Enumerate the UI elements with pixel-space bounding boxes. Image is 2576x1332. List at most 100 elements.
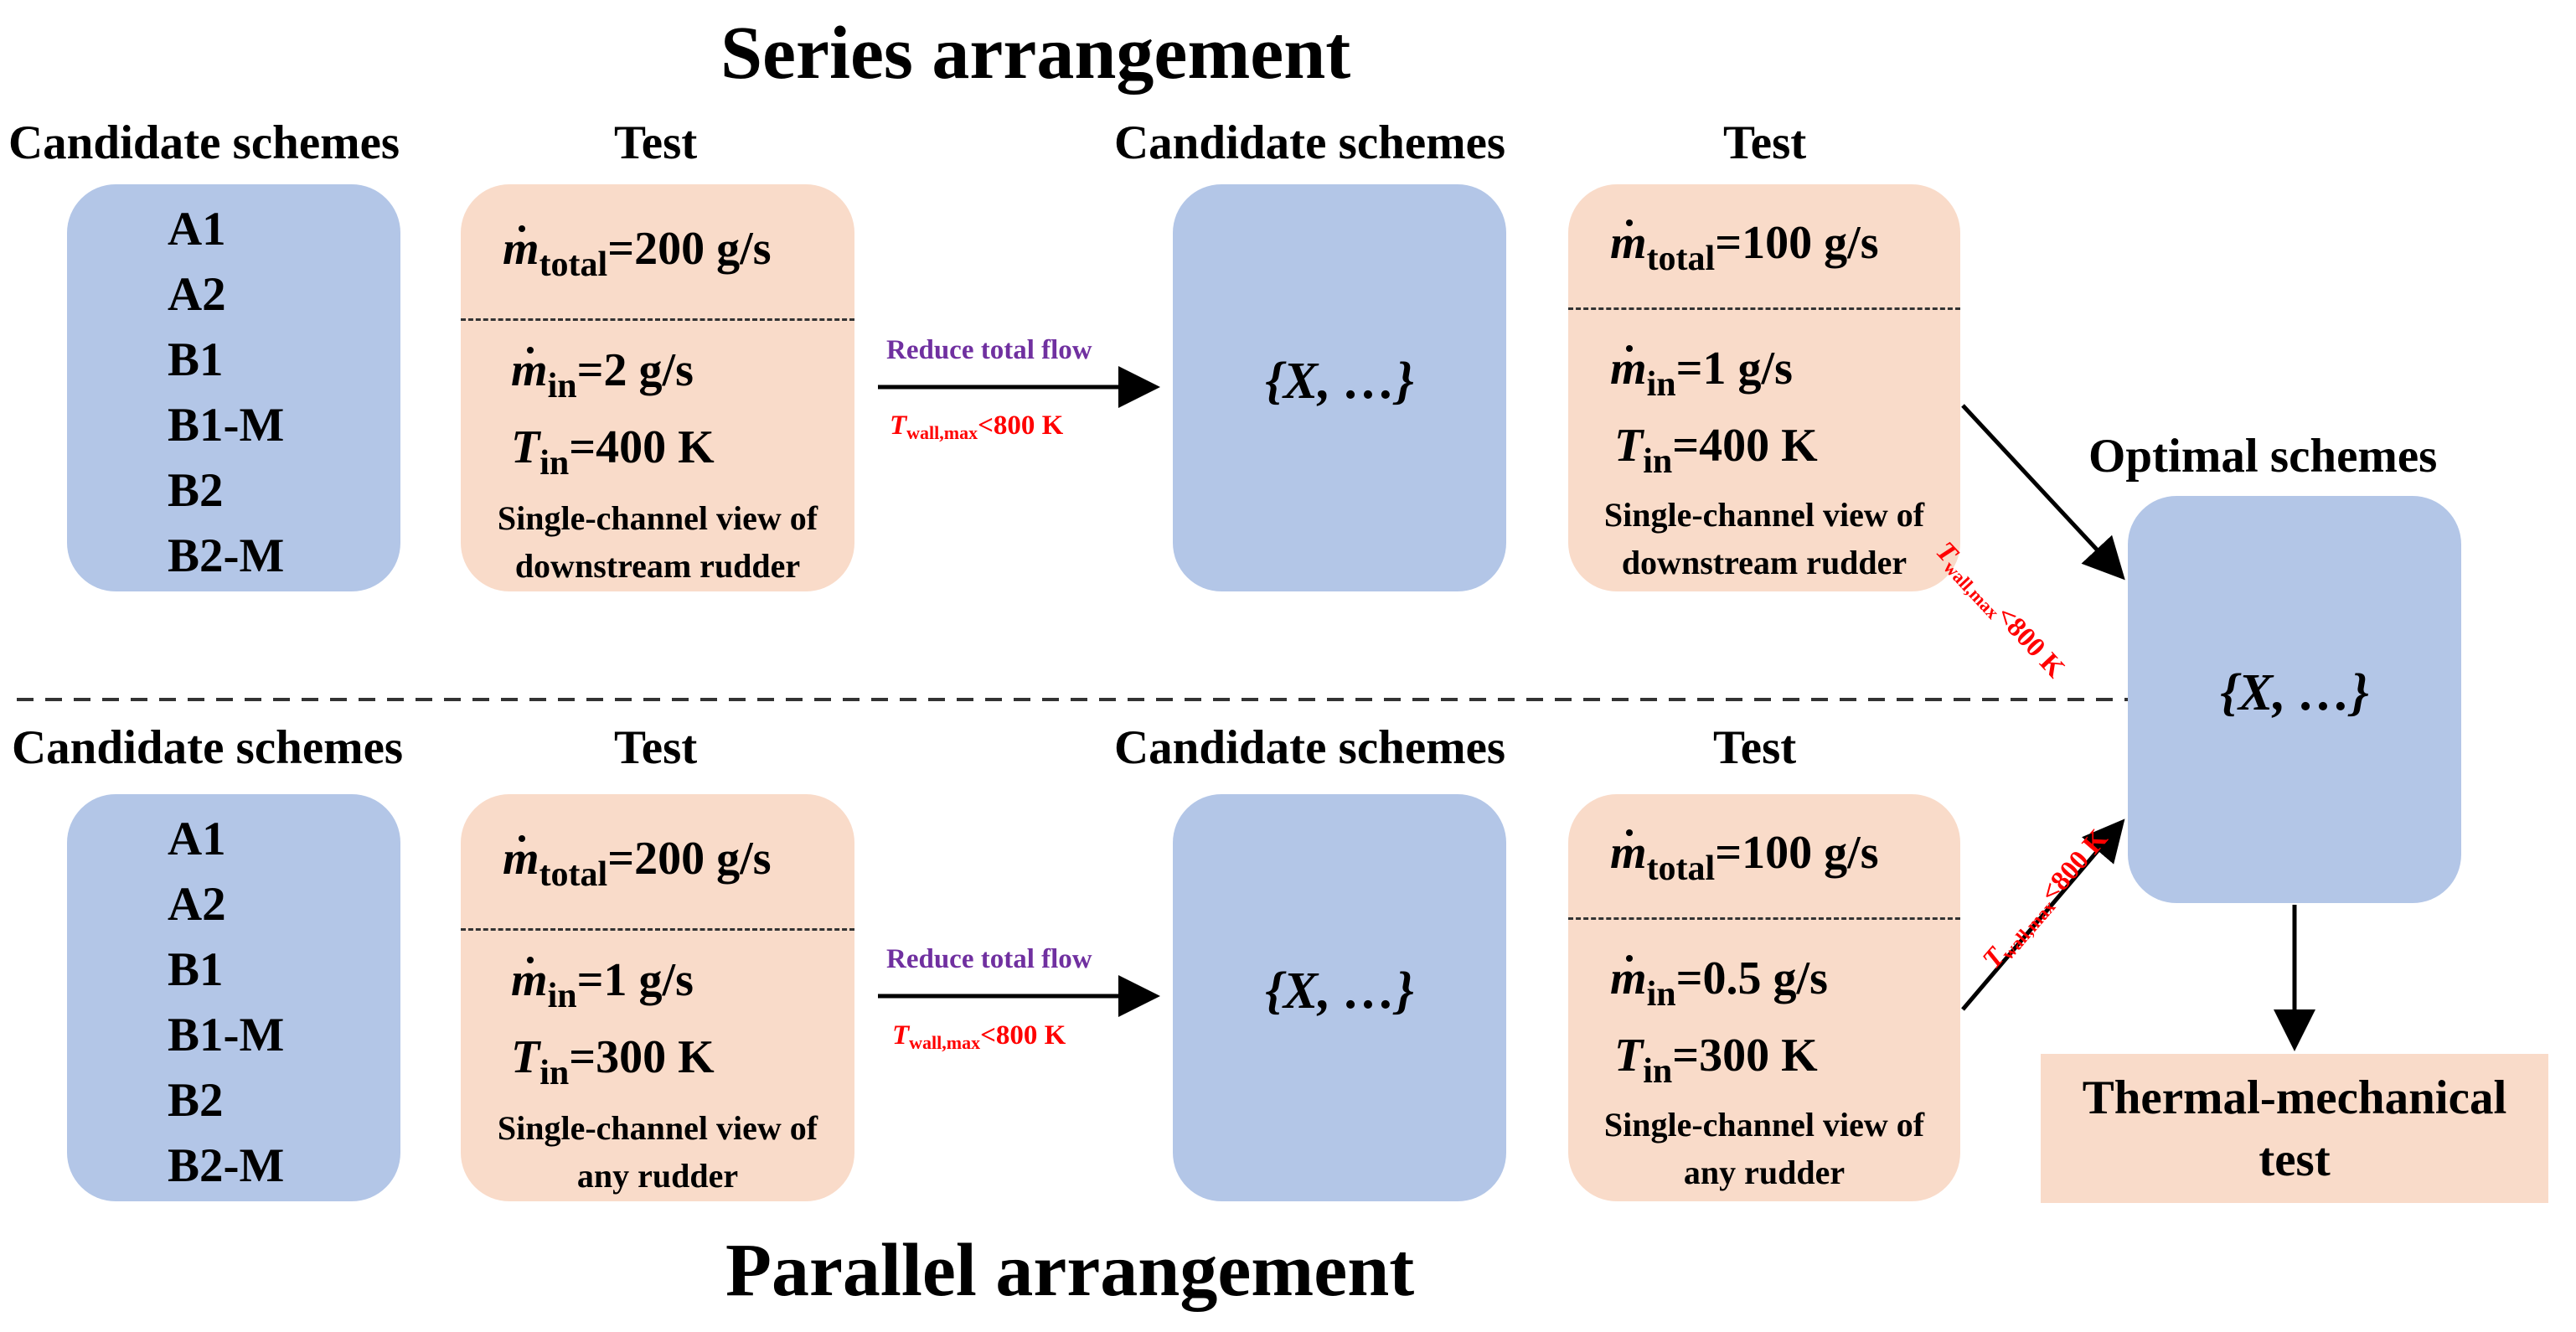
m-dot-symbol: m (1610, 953, 1647, 1004)
series-reduce-flow-label: Reduce total flow (886, 335, 1092, 365)
t-in-value: =400 K (1672, 420, 1818, 472)
note-line: Single-channel view of (497, 499, 818, 537)
t-symbol: T (1614, 1030, 1644, 1082)
test-note: Single-channel view of any rudder (1568, 1101, 1960, 1196)
t-in-eq: Tin=300 K (1614, 1029, 1818, 1092)
optimal-set-label: {X, …} (2220, 664, 2369, 721)
parallel-to-optimal-arrow (1961, 818, 2125, 1011)
t-symbol: T (892, 1020, 910, 1051)
m-dot-symbol: m (511, 954, 548, 1006)
dashed-divider (461, 928, 854, 931)
candidate-item: A1 (168, 813, 226, 865)
m-total-eq: mtotal=100 g/s (1610, 216, 1878, 279)
t-in-value: =400 K (569, 421, 715, 473)
m-in-eq: min=0.5 g/s (1610, 952, 1828, 1014)
parallel-wall-temp-label: Twall,max<800 K (892, 1020, 1066, 1054)
m-dot-symbol: m (503, 223, 539, 275)
note-line: any rudder (1683, 1154, 1846, 1191)
m-dot-symbol: m (1610, 827, 1647, 879)
m-dot-symbol: m (1610, 343, 1647, 395)
m-in-value: =0.5 g/s (1675, 953, 1828, 1004)
wall-temp-cond: <800 K (978, 410, 1064, 441)
series-wall-temp-label: Twall,max<800 K (890, 410, 1063, 444)
t-in-eq: Tin=400 K (1614, 419, 1818, 482)
parallel-test-box-1: mtotal=200 g/s min=1 g/s Tin=300 K Singl… (461, 794, 854, 1201)
dashed-divider (461, 318, 854, 321)
m-total-eq: mtotal=100 g/s (1610, 826, 1878, 889)
candidate-item: A2 (168, 268, 226, 321)
optimal-header: Optimal schemes (2088, 430, 2438, 483)
wall-max-sub: wall,max (909, 1032, 981, 1053)
t-in-eq: Tin=400 K (511, 421, 715, 483)
parallel-test-header-2: Test (1713, 721, 1797, 774)
series-test-header-2: Test (1723, 116, 1807, 169)
candidate-set-label: {X, …} (1265, 353, 1414, 410)
parallel-candidate-header-1: Candidate schemes (12, 721, 404, 774)
candidate-item: B2 (168, 1074, 224, 1127)
dashed-divider (1568, 917, 1960, 920)
note-line: downstream rudder (514, 547, 801, 585)
in-sub: in (547, 367, 577, 405)
test-note: Single-channel view of downstream rudder (1568, 491, 1960, 586)
m-in-value: =2 g/s (576, 344, 694, 396)
candidate-set-label: {X, …} (1265, 963, 1414, 1020)
m-total-eq: mtotal=200 g/s (503, 222, 771, 285)
in-sub: in (539, 1054, 570, 1092)
series-candidate-header-1: Candidate schemes (8, 116, 400, 169)
in-sub: in (1646, 975, 1676, 1014)
dashed-divider (1568, 307, 1960, 310)
parallel-title: Parallel arrangement (725, 1229, 1415, 1312)
in-sub: in (547, 977, 577, 1015)
m-in-value: =1 g/s (1675, 343, 1793, 395)
m-in-value: =1 g/s (576, 954, 694, 1006)
test-note: Single-channel view of any rudder (461, 1104, 854, 1200)
m-dot-symbol: m (1610, 217, 1647, 269)
parallel-reduce-flow-label: Reduce total flow (886, 944, 1092, 974)
m-total-value: =200 g/s (607, 833, 772, 885)
candidate-item: A1 (168, 203, 226, 256)
m-dot-symbol: m (503, 833, 539, 885)
series-candidate-box: A1 A2 B1 B1-M B2 B2-M (67, 184, 400, 591)
series-test-box-2: mtotal=100 g/s min=1 g/s Tin=400 K Singl… (1568, 184, 1960, 591)
t-in-eq: Tin=300 K (511, 1030, 715, 1093)
parallel-candidate-box: A1 A2 B1 B1-M B2 B2-M (67, 794, 400, 1201)
total-sub: total (1646, 240, 1716, 278)
note-line: any rudder (576, 1157, 739, 1195)
m-dot-symbol: m (511, 344, 548, 396)
total-sub: total (1646, 849, 1716, 888)
t-in-value: =300 K (1672, 1030, 1818, 1082)
t-in-value: =300 K (569, 1031, 715, 1083)
m-total-value: =100 g/s (1715, 827, 1879, 879)
t-symbol: T (1614, 420, 1644, 472)
in-sub: in (1643, 1052, 1673, 1091)
candidate-item: B2-M (168, 1139, 285, 1192)
in-sub: in (1646, 365, 1676, 404)
m-in-eq: min=1 g/s (511, 953, 694, 1016)
series-candidate-list: A1 A2 B1 B1-M B2 B2-M (168, 197, 284, 589)
candidate-item: B2-M (168, 529, 285, 582)
total-sub: total (539, 855, 608, 894)
note-line: Single-channel view of (1603, 1106, 1925, 1144)
candidate-item: A2 (168, 878, 226, 931)
t-symbol: T (511, 1031, 540, 1083)
test-note: Single-channel view of downstream rudder (461, 494, 854, 590)
thermal-mechanical-test-box: Thermal-mechanical test (2041, 1054, 2548, 1203)
in-sub: in (1643, 442, 1673, 481)
final-test-line: test (2259, 1133, 2331, 1186)
candidate-item: B1 (168, 333, 224, 386)
note-line: downstream rudder (1621, 544, 1907, 581)
m-total-value: =200 g/s (607, 223, 772, 275)
parallel-candidate-header-2: Candidate schemes (1114, 721, 1506, 774)
note-line: Single-channel view of (497, 1109, 818, 1147)
wall-temp-cond: <800 K (980, 1020, 1066, 1051)
candidate-item: B1 (168, 943, 224, 996)
candidate-item: B1-M (168, 1009, 285, 1061)
m-total-eq: mtotal=200 g/s (503, 832, 771, 895)
in-sub: in (539, 444, 570, 483)
wall-max-sub: wall,max (906, 422, 978, 443)
candidate-item: B1-M (168, 399, 285, 452)
candidate-item: B2 (168, 464, 224, 517)
series-test-header-1: Test (614, 116, 698, 169)
t-symbol: T (890, 410, 907, 441)
